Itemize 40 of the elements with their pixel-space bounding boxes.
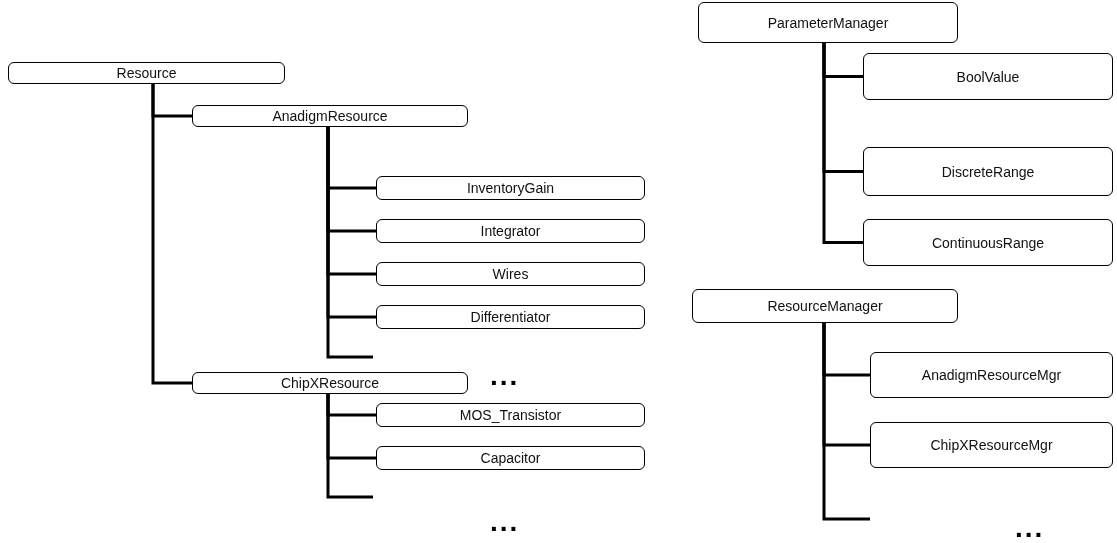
connector-line (326, 394, 373, 499)
class-box (863, 53, 1113, 100)
class-name: Integrator (480, 223, 541, 239)
class-name: Wires (492, 266, 529, 282)
class-name: InventoryGain (466, 180, 555, 196)
class-name: MOS_Transistor (459, 407, 562, 423)
class-box (376, 403, 645, 427)
class-name: Differentiator (470, 309, 551, 325)
class-name: ParameterManager (767, 14, 889, 31)
class-name: DiscreteRange (941, 163, 1035, 180)
connector-line (822, 43, 863, 244)
class-box (863, 219, 1113, 266)
class-name: AnadigmResource (272, 108, 388, 124)
class-name: BoolValue (956, 68, 1020, 85)
class-name: ChipXResource (280, 375, 380, 391)
class-box (376, 262, 645, 286)
ellipsis-text: ... (490, 366, 520, 386)
class-name: Capacitor (480, 450, 541, 466)
class-box (870, 422, 1113, 468)
class-name: ChipXResourceMgr (930, 437, 1053, 453)
class-box (376, 446, 645, 470)
class-box (698, 2, 958, 43)
class-box (376, 219, 645, 243)
ellipsis-text: ... (490, 512, 520, 532)
connector-line (326, 127, 373, 359)
class-box (192, 372, 468, 394)
class-box (863, 147, 1113, 196)
class-box (376, 305, 645, 329)
class-box (870, 352, 1113, 398)
class-name: Resource (116, 65, 177, 81)
class-name: AnadigmResourceMgr (921, 367, 1062, 383)
class-name: ContinuousRange (931, 234, 1045, 251)
class-box (376, 176, 645, 200)
connector-line (822, 323, 870, 521)
connector-line (151, 84, 192, 385)
ellipsis-text: ... (1015, 518, 1045, 538)
class-box (192, 105, 468, 127)
class-box (8, 62, 285, 84)
class-name: ResourceManager (767, 298, 883, 314)
class-box (692, 289, 958, 323)
